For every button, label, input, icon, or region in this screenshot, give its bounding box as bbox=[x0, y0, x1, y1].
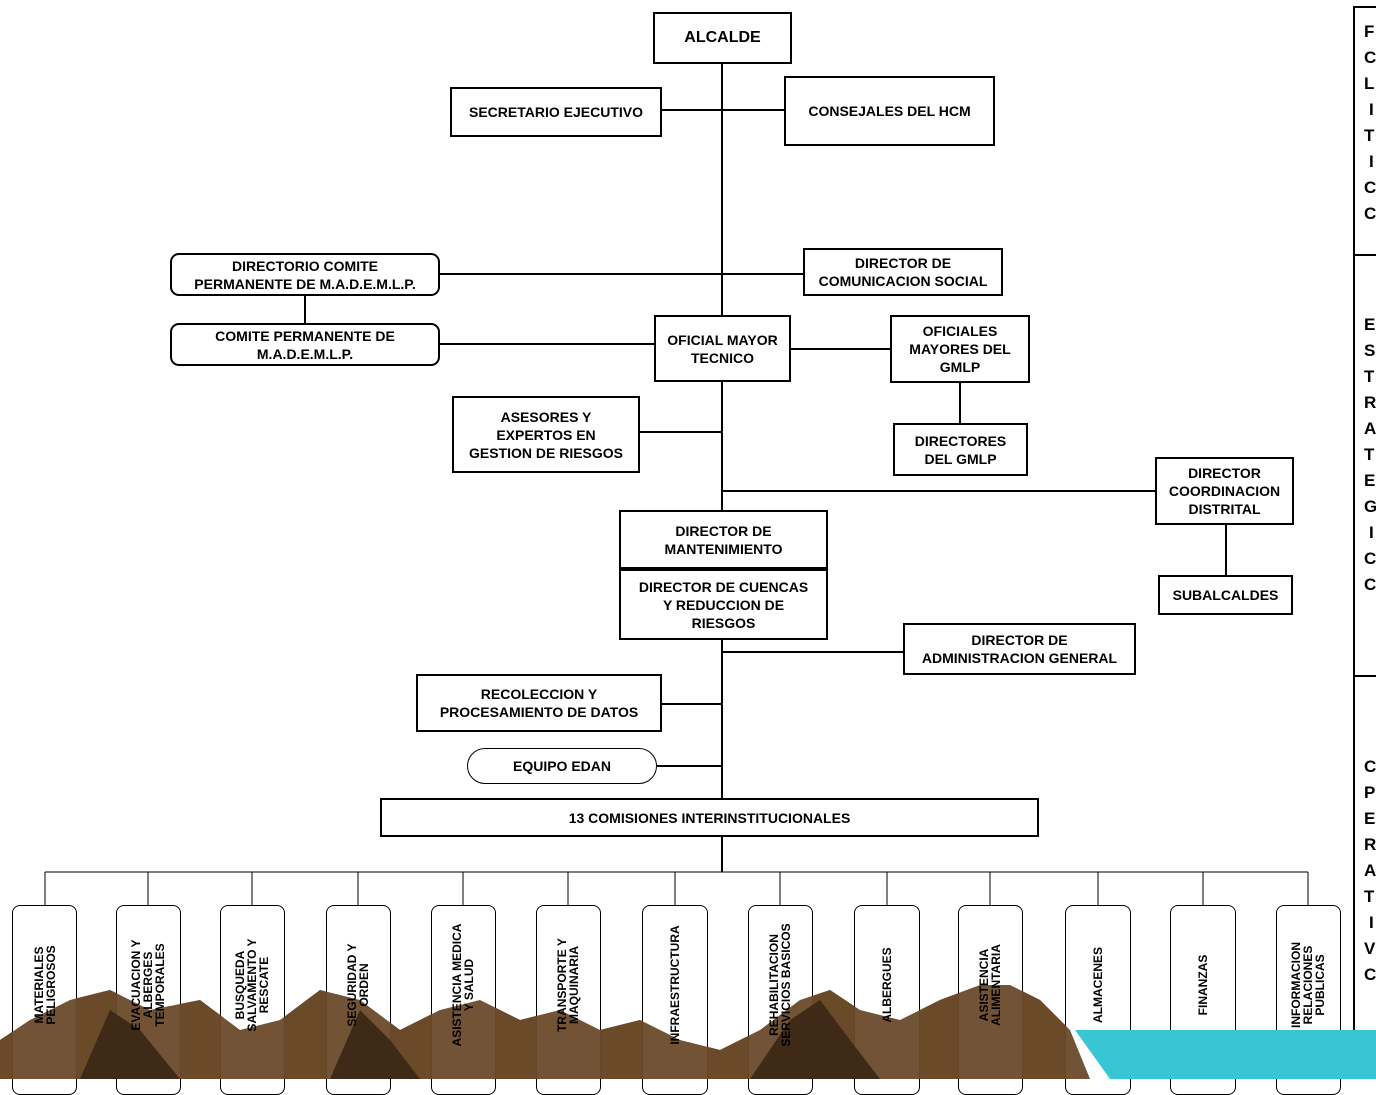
commission-label-3: BUSQUEDA SALVAMENTO Y RESCATE bbox=[233, 938, 271, 1032]
side-letter: I bbox=[1369, 100, 1374, 119]
commission-label-10: ASISTENCIA ALIMENTARIA bbox=[977, 944, 1003, 1026]
subalcaldes-box: SUBALCALDES bbox=[1158, 575, 1293, 615]
side-letter: C bbox=[1364, 204, 1376, 223]
comisiones-box: 13 COMISIONES INTERINSTITUCIONALES bbox=[380, 798, 1039, 837]
side-letter: G bbox=[1364, 497, 1376, 516]
side-letter: R bbox=[1364, 393, 1376, 412]
side-letter: C bbox=[1364, 575, 1376, 594]
side-letter: T bbox=[1364, 887, 1375, 906]
side-letter: A bbox=[1364, 419, 1376, 438]
director-comunicacion-box: DIRECTOR DE COMUNICACION SOCIAL bbox=[803, 248, 1003, 296]
side-letter: T bbox=[1364, 445, 1375, 464]
side-letter: C bbox=[1364, 178, 1376, 197]
side-panel-2-letters: E S T R A T E G I C C bbox=[1364, 312, 1376, 598]
equipo-edan-box: EQUIPO EDAN bbox=[467, 748, 657, 784]
side-letter: C bbox=[1364, 549, 1376, 568]
side-letter: E bbox=[1364, 809, 1376, 828]
commission-label-12: FINANZAS bbox=[1196, 954, 1210, 1016]
commission-label-7: INFRAESTRUCTURA bbox=[668, 925, 682, 1045]
side-letter: A bbox=[1364, 861, 1376, 880]
commission-label-11: ALMACENES bbox=[1091, 946, 1105, 1024]
side-panel-3-letters: C P E R A T I V C bbox=[1364, 754, 1376, 988]
side-letter: T bbox=[1364, 126, 1375, 145]
commission-label-9: ALBERGUES bbox=[880, 947, 894, 1023]
side-panel-1-letters: F C L I T I C C bbox=[1364, 19, 1376, 227]
side-letter: I bbox=[1369, 152, 1374, 171]
directores-gmlp-box: DIRECTORES DEL GMLP bbox=[893, 423, 1028, 476]
side-letter: P bbox=[1364, 783, 1376, 802]
commission-label-6: TRANSPORTE Y MAQUINARIA bbox=[555, 938, 581, 1032]
side-letter: C bbox=[1364, 757, 1376, 776]
secretario-ejecutivo-box: SECRETARIO EJECUTIVO bbox=[450, 87, 662, 137]
commission-label-5: ASISTENCIA MEDICA Y SALUD bbox=[450, 923, 476, 1047]
side-letter: S bbox=[1364, 341, 1376, 360]
side-letter: E bbox=[1364, 315, 1376, 334]
consejales-box: CONSEJALES DEL HCM bbox=[784, 76, 995, 146]
asesores-box: ASESORES Y EXPERTOS EN GESTION DE RIESGO… bbox=[452, 396, 640, 473]
side-letter: E bbox=[1364, 471, 1376, 490]
commission-label-13: INFORMACION RELACIONES PUBLICAS bbox=[1289, 942, 1327, 1028]
oficial-mayor-box: OFICIAL MAYOR TECNICO bbox=[654, 315, 791, 382]
comite-permanente-box: COMITE PERMANENTE DE M.A.D.E.M.L.P. bbox=[170, 323, 440, 366]
side-letter: V bbox=[1364, 939, 1376, 958]
side-letter: T bbox=[1364, 367, 1375, 386]
commission-label-8: REHABILITACION SERVICIOS BASICOS bbox=[767, 923, 793, 1047]
director-mantenimiento-box: DIRECTOR DE MANTENIMIENTO bbox=[619, 510, 828, 569]
directorio-comite-box: DIRECTORIO COMITE PERMANENTE DE M.A.D.E.… bbox=[170, 253, 440, 296]
side-letter: L bbox=[1364, 74, 1375, 93]
side-letter: C bbox=[1364, 965, 1376, 984]
alcalde-box: ALCALDE bbox=[653, 12, 792, 64]
side-letter: R bbox=[1364, 835, 1376, 854]
recoleccion-box: RECOLECCION Y PROCESAMIENTO DE DATOS bbox=[416, 674, 662, 732]
director-coordinacion-box: DIRECTOR COORDINACION DISTRITAL bbox=[1155, 457, 1294, 525]
side-letter: I bbox=[1369, 913, 1374, 932]
oficiales-mayores-box: OFICIALES MAYORES DEL GMLP bbox=[890, 315, 1030, 383]
commission-label-1: MATERIALES PELIGROSOS bbox=[32, 945, 58, 1025]
side-letter: F bbox=[1364, 22, 1375, 41]
director-administracion-box: DIRECTOR DE ADMINISTRACION GENERAL bbox=[903, 623, 1136, 675]
side-letter: I bbox=[1369, 523, 1374, 542]
side-panel-3 bbox=[1353, 675, 1376, 1075]
commission-label-2: EVACUACION Y ALBERGES TEMPORALES bbox=[129, 939, 167, 1031]
director-cuencas-box: DIRECTOR DE CUENCAS Y REDUCCION DE RIESG… bbox=[619, 569, 828, 640]
commission-label-4: SEGURIDAD Y ORDEN bbox=[345, 943, 371, 1027]
side-letter: C bbox=[1364, 48, 1376, 67]
